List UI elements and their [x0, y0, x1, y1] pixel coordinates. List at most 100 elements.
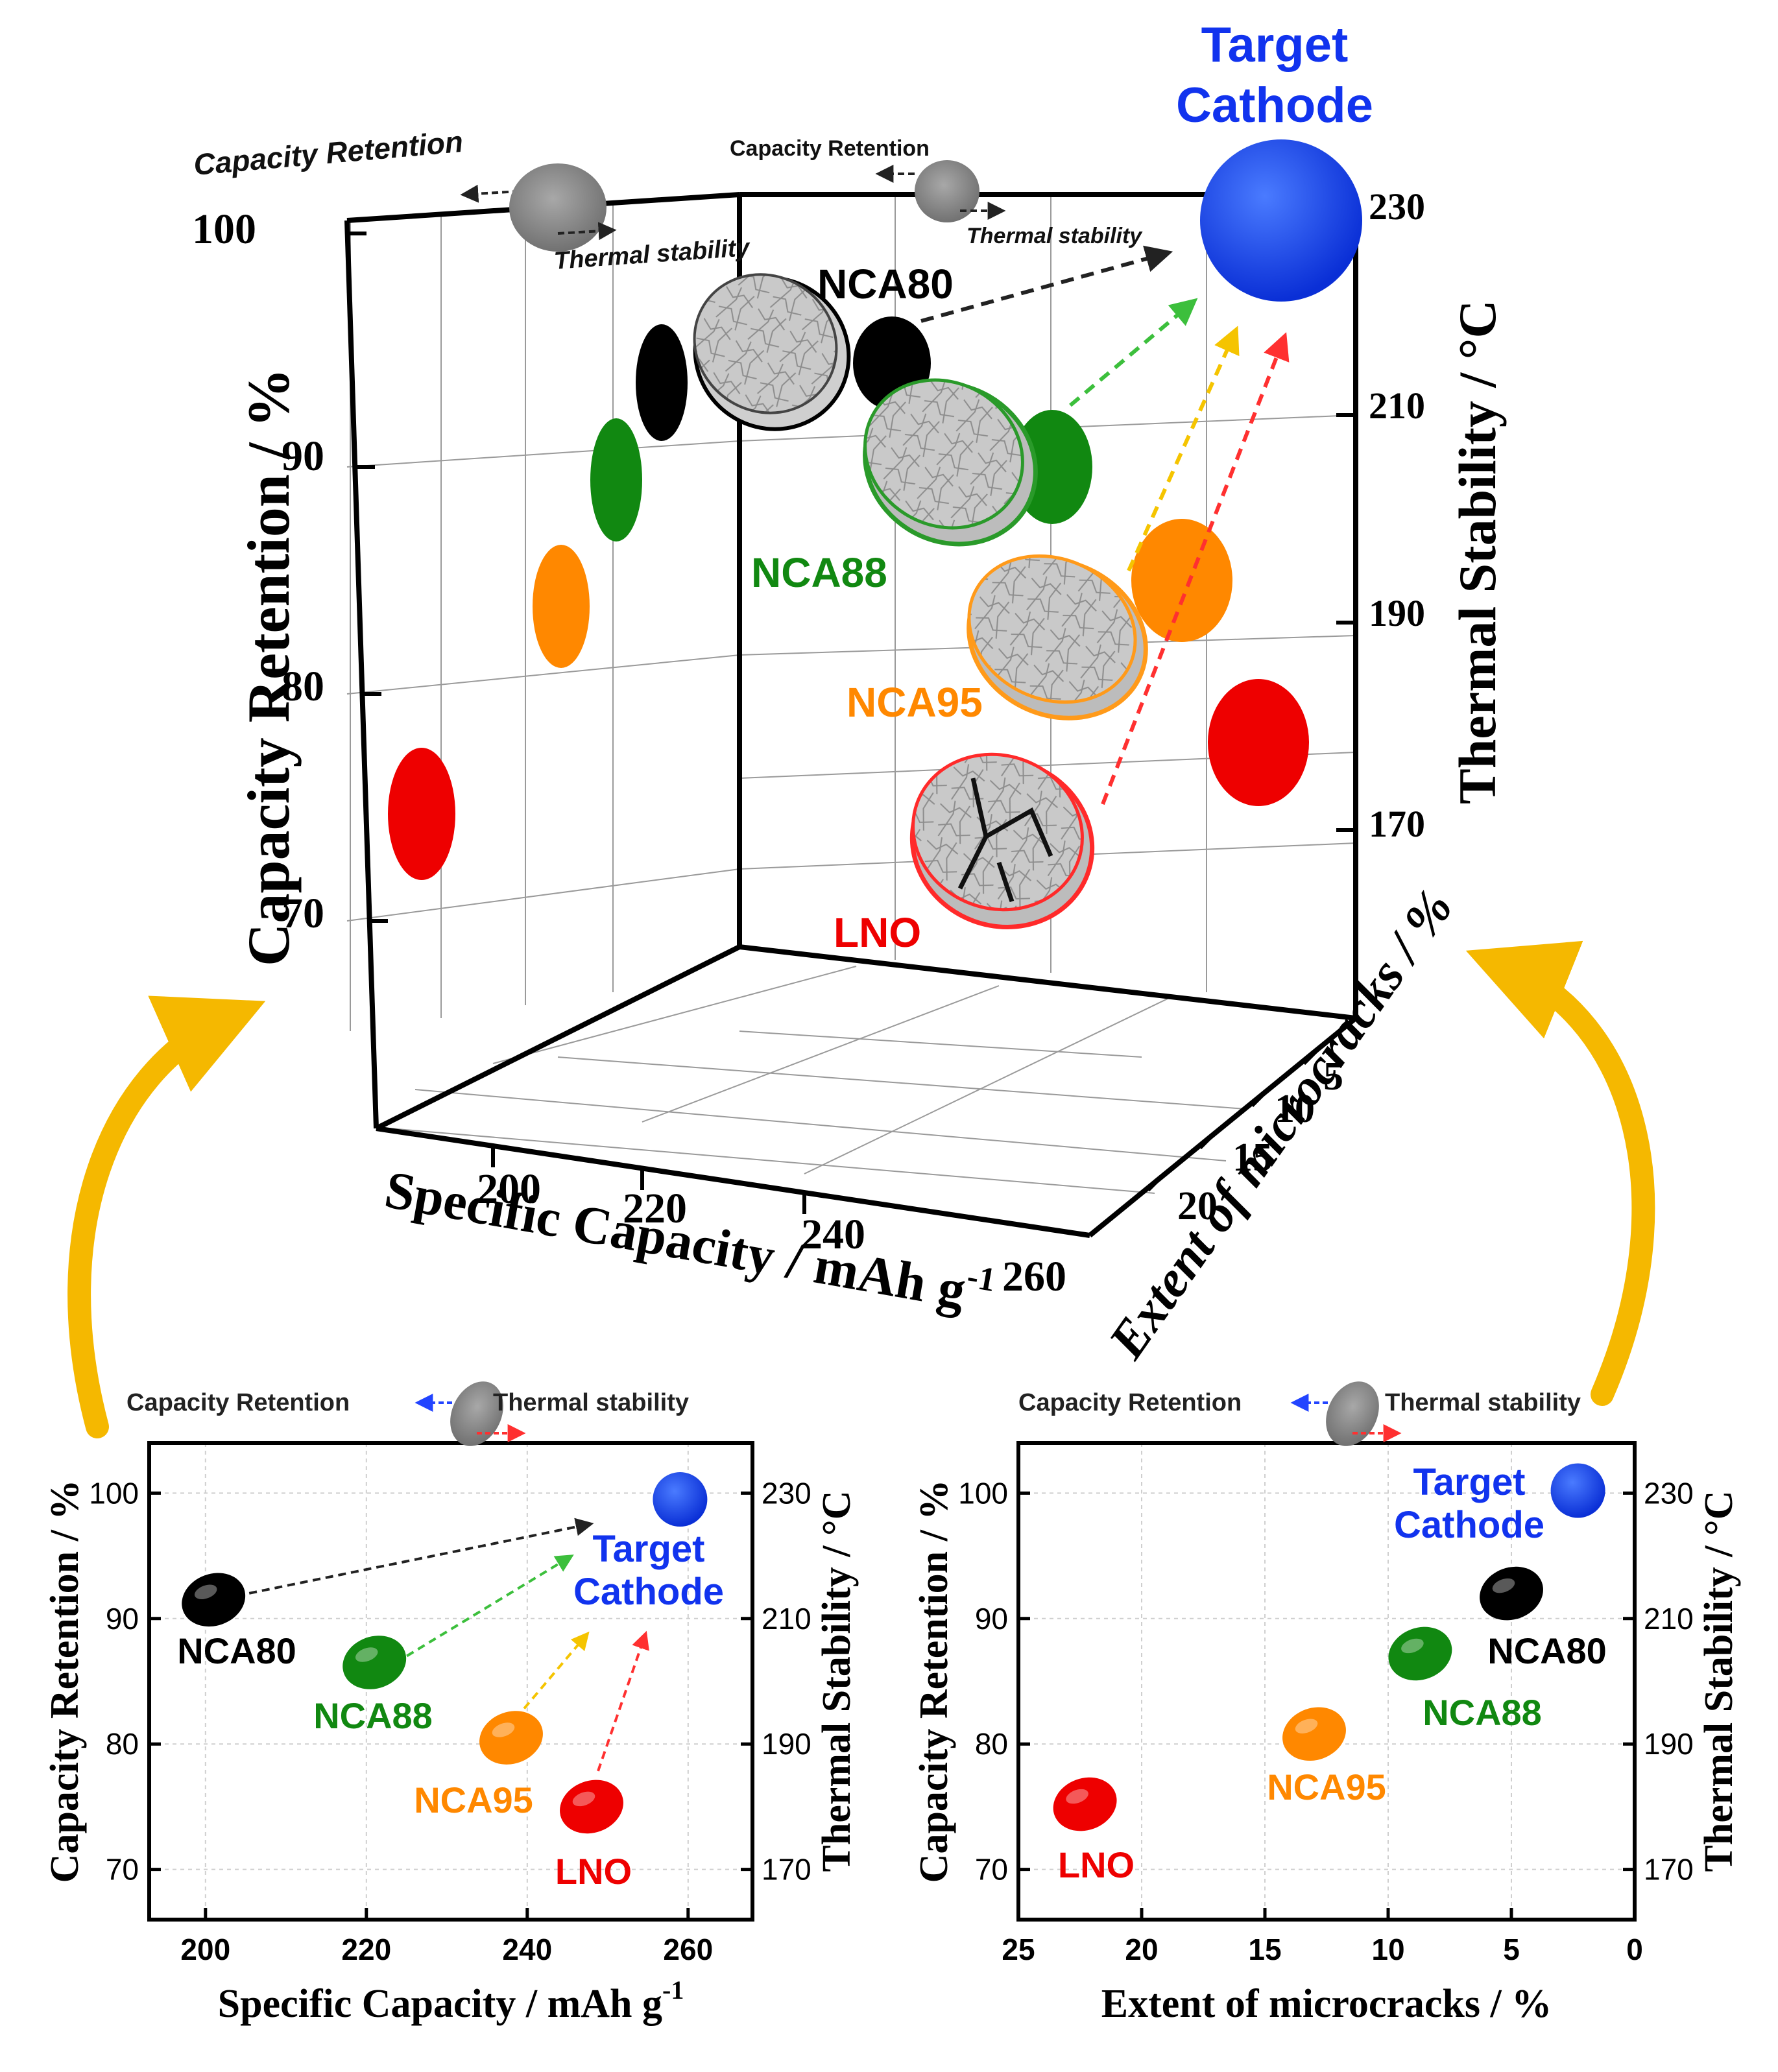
- 3d-proj-left-NCA80: [636, 324, 688, 441]
- 3d-y2tick-210: 210: [1369, 385, 1425, 427]
- point-Target-Cathode: [653, 1472, 708, 1527]
- point-Target-Cathode: [1550, 1463, 1605, 1518]
- plot-frame: [147, 1441, 754, 1922]
- 3d-proj-right-NCA95: [1131, 519, 1232, 642]
- xtick-label-25: 25: [1002, 1933, 1035, 1966]
- point-NCA95: [479, 1711, 543, 1765]
- point-highlight-NCA80: [194, 1584, 217, 1600]
- 3d-xtick-260: 260: [1002, 1253, 1066, 1300]
- y2tick-label-210: 210: [762, 1602, 811, 1636]
- xtick-label-260: 260: [663, 1933, 713, 1966]
- 3d-ytick-80: 80: [282, 663, 324, 710]
- 3d-ylabel-left: Capacity Retention / %: [235, 368, 302, 966]
- y-axis-title-right: Thermal Stability / °C: [1697, 1491, 1741, 1872]
- 3d-target-sphere: [1200, 139, 1362, 302]
- 3d-ztick-10: 10: [1275, 1087, 1315, 1131]
- y-axis-title-left: Capacity Retention / %: [912, 1480, 956, 1883]
- legend-grey-particle: [450, 1381, 503, 1446]
- 3d-proj-right-LNO: [1208, 679, 1309, 806]
- ytick-label-90: 90: [975, 1602, 1008, 1636]
- ytick-label-100: 100: [958, 1476, 1008, 1510]
- point-label-target-line2: Cathode: [1394, 1504, 1544, 1546]
- y2tick-label-190: 190: [762, 1727, 811, 1761]
- arrow-NCA80: [248, 1518, 594, 1595]
- x-axis-title: Specific Capacity / mAh g-1: [218, 1975, 684, 2026]
- point-label-LNO: LNO: [1058, 1844, 1135, 1885]
- 3d-ytick-70: 70: [282, 890, 324, 937]
- legend-thermal-stability: Thermal stability: [1385, 1389, 1581, 1416]
- svg-text:Thermal stability: Thermal stability: [967, 224, 1143, 248]
- point-NCA95: [1282, 1707, 1346, 1761]
- 3d-proj-left-NCA95: [533, 545, 590, 668]
- 3d-xlabel: Specific Capacity / mAh g-1: [381, 1156, 998, 1324]
- ytick-label-100: 100: [89, 1476, 139, 1510]
- point-label-NCA95: NCA95: [1267, 1767, 1386, 1807]
- 3d-xtick-240: 240: [801, 1211, 865, 1258]
- arrow-LNO: [597, 1630, 649, 1772]
- point-label-target-line1: Target: [593, 1528, 705, 1570]
- 3d-label-NCA80: NCA80: [817, 261, 954, 307]
- y2tick-label-170: 170: [762, 1853, 811, 1887]
- point-NCA88: [1388, 1626, 1452, 1681]
- point-highlight-NCA95: [1295, 1719, 1318, 1733]
- point-label-LNO: LNO: [555, 1851, 632, 1892]
- 3d-label-NCA88: NCA88: [751, 549, 887, 596]
- gold-arrow-right: [1465, 941, 1655, 1406]
- 3d-ylabel-right: Thermal Stability / °C: [1448, 300, 1507, 804]
- point-label-NCA88: NCA88: [1423, 1692, 1542, 1733]
- gold-arrow-left: [67, 995, 266, 1438]
- 3d-ztick-5: 5: [1323, 1054, 1343, 1099]
- 3d-arrow-NCA80: [920, 245, 1173, 323]
- point-highlight-LNO: [572, 1791, 595, 1807]
- point-NCA80: [182, 1573, 246, 1627]
- legend-thermal-stability: Thermal stability: [493, 1389, 689, 1416]
- point-label-NCA88: NCA88: [313, 1695, 433, 1736]
- 3d-y2tick-190: 190: [1369, 592, 1425, 634]
- 3d-xtick-220: 220: [623, 1185, 687, 1232]
- xtick-label-240: 240: [502, 1933, 552, 1966]
- xtick-label-15: 15: [1248, 1933, 1281, 1966]
- 3d-y2tick-170: 170: [1369, 803, 1425, 845]
- ytick-label-70: 70: [106, 1853, 139, 1887]
- 3d-proj-left-LNO: [388, 748, 455, 880]
- y-axis-title-right: Thermal Stability / °C: [815, 1491, 859, 1872]
- point-highlight-NCA95: [492, 1722, 515, 1737]
- ytick-label-80: 80: [106, 1727, 139, 1761]
- y2tick-label-230: 230: [762, 1476, 811, 1510]
- point-label-NCA80: NCA80: [1487, 1630, 1607, 1671]
- point-label-target-line1: Target: [1413, 1461, 1526, 1503]
- 3d-arrow-NCA95: [1127, 326, 1240, 572]
- ytick-label-80: 80: [975, 1727, 1008, 1761]
- y2tick-label-190: 190: [1644, 1727, 1694, 1761]
- svg-text:Capacity Retention: Capacity Retention: [192, 125, 464, 182]
- 3d-proj-left-NCA88: [590, 418, 642, 542]
- 3d-particle-LNO: [909, 752, 1095, 929]
- point-label-NCA95: NCA95: [414, 1780, 533, 1820]
- xtick-label-200: 200: [180, 1933, 230, 1966]
- point-highlight-NCA88: [355, 1647, 378, 1662]
- xtick-label-220: 220: [341, 1933, 391, 1966]
- legend-capacity-retention: Capacity Retention: [1018, 1389, 1242, 1416]
- arrow-NCA95: [523, 1631, 590, 1709]
- 3d-particle-NCA95: [967, 554, 1148, 720]
- 3d-ztick-15: 15: [1232, 1136, 1273, 1180]
- 3d-zlabel: Extent of microcracks / %: [1098, 880, 1464, 1369]
- 3d-xtick-200: 200: [477, 1165, 541, 1213]
- xtick-label-5: 5: [1503, 1933, 1520, 1966]
- legend-grey-particle: [1326, 1381, 1379, 1446]
- y-axis-title-left: Capacity Retention / %: [43, 1480, 87, 1883]
- x-axis-title: Extent of microcracks / %: [1101, 1982, 1552, 2026]
- ytick-label-70: 70: [975, 1853, 1008, 1887]
- xtick-label-10: 10: [1371, 1933, 1404, 1966]
- 3d-label-LNO: LNO: [834, 909, 921, 956]
- 3d-ztick-20: 20: [1177, 1184, 1218, 1228]
- y2tick-label-230: 230: [1644, 1476, 1694, 1510]
- 3d-target-line1: Target: [1201, 18, 1349, 73]
- plot-frame: [1016, 1441, 1637, 1922]
- point-highlight-LNO: [1066, 1789, 1088, 1804]
- xtick-label-20: 20: [1125, 1933, 1158, 1966]
- 3d-y2tick-230: 230: [1369, 185, 1425, 228]
